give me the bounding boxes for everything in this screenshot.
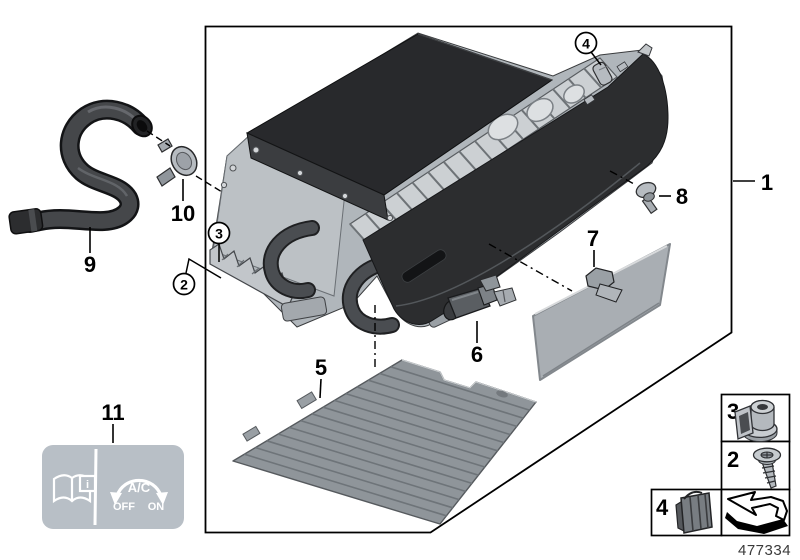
circle-3[interactable] [207, 221, 231, 245]
callout-11[interactable]: 11 [101, 400, 125, 443]
owners-manual-book-icon [52, 474, 97, 504]
door-edge-nub-2 [583, 94, 596, 106]
callout-4[interactable]: 4 [574, 31, 602, 66]
circle-4[interactable] [574, 31, 598, 55]
mat-tab-1 [296, 391, 317, 410]
label-part-10[interactable]: 10 [171, 201, 195, 226]
label-part-5[interactable]: 5 [315, 355, 327, 380]
vent-loop-mid [526, 97, 554, 123]
ac-text: A/C [128, 480, 151, 495]
label-part-7[interactable]: 7 [587, 226, 599, 251]
legend-cell-screw[interactable] [720, 440, 791, 491]
ac-on-off-icon: A/C OFF ON [110, 478, 168, 513]
mat-ribs [244, 366, 530, 517]
callout-1[interactable]: 1 [733, 170, 773, 195]
callout-9[interactable]: 9 [84, 227, 96, 277]
door-panel-alignment-line [488, 243, 573, 292]
leader-line-2 [185, 257, 222, 279]
callout-5[interactable]: 5 [315, 355, 327, 399]
latch-block-left [280, 296, 328, 322]
callout-7[interactable]: 7 [587, 226, 599, 267]
housing-studs [220, 146, 394, 222]
leader-line-4 [590, 51, 602, 66]
door-top-tab [637, 43, 653, 57]
mat-edge-highlight [401, 359, 537, 403]
vent-loop-small [563, 84, 585, 104]
hinge-arms [262, 220, 400, 335]
label-part-8[interactable]: 8 [676, 184, 688, 209]
glovebox-door [362, 43, 669, 325]
foam-insert [245, 33, 554, 221]
leader-dashdot-8 [609, 170, 637, 186]
info-glyph: i [86, 479, 89, 491]
mat-hole [496, 390, 508, 398]
rubber-mat [232, 359, 537, 525]
label-part-9[interactable]: 9 [84, 252, 96, 277]
damper-panel [532, 243, 671, 381]
callout-10[interactable]: 10 [171, 179, 195, 226]
hose-end-fitting [8, 208, 44, 235]
doc-number: 477334 [738, 542, 791, 559]
label-part-4[interactable]: 4 [582, 36, 590, 52]
callout-8[interactable]: 8 [609, 170, 688, 209]
cage-nut-icon [734, 399, 778, 442]
direction-arrow-icon [725, 491, 788, 534]
glovebox-assembly [209, 32, 669, 335]
mat-tab-2 [242, 425, 261, 442]
callout-6[interactable]: 6 [471, 321, 483, 367]
label-part-3[interactable]: 3 [215, 226, 223, 242]
hose-alignment-line-a [146, 130, 171, 147]
hose-bore [136, 120, 148, 132]
callout-3[interactable]: 3 [207, 221, 231, 263]
label-part-1[interactable]: 1 [761, 170, 773, 195]
expansion-rivet [635, 181, 658, 215]
on-text: ON [148, 501, 165, 513]
grommet [156, 138, 198, 187]
door-edge-highlight [395, 162, 641, 307]
legend-label-4[interactable]: 4 [656, 495, 669, 520]
label-part-6[interactable]: 6 [471, 342, 483, 367]
legend-label-2[interactable]: 2 [727, 447, 739, 472]
label-part-11[interactable]: 11 [101, 400, 124, 425]
clip-icon [675, 490, 713, 534]
lock-actuator [443, 274, 517, 321]
panel-clip [585, 267, 623, 303]
fastener-legend: 3 2 4 [650, 393, 791, 537]
label-part-2[interactable]: 2 [180, 277, 188, 293]
door-handle-recess [401, 249, 447, 283]
clip-part-4 [592, 61, 613, 86]
sticker-body [42, 445, 184, 529]
panel-bottom-shadow [542, 302, 660, 377]
diagram-frame [204, 25, 733, 534]
hose-alignment-line-b [195, 175, 223, 193]
vent-hose [8, 99, 153, 235]
door-edge-nub-1 [616, 61, 629, 73]
vent-rail [349, 57, 618, 244]
callout-2[interactable]: 2 [172, 257, 222, 296]
foot-rib-lines [221, 253, 276, 283]
screw-icon [752, 447, 782, 489]
ac-info-sticker: i A/C OFF ON [42, 445, 184, 529]
off-text: OFF [113, 501, 135, 513]
circle-2[interactable] [172, 272, 196, 296]
leader-line-5 [319, 378, 322, 399]
